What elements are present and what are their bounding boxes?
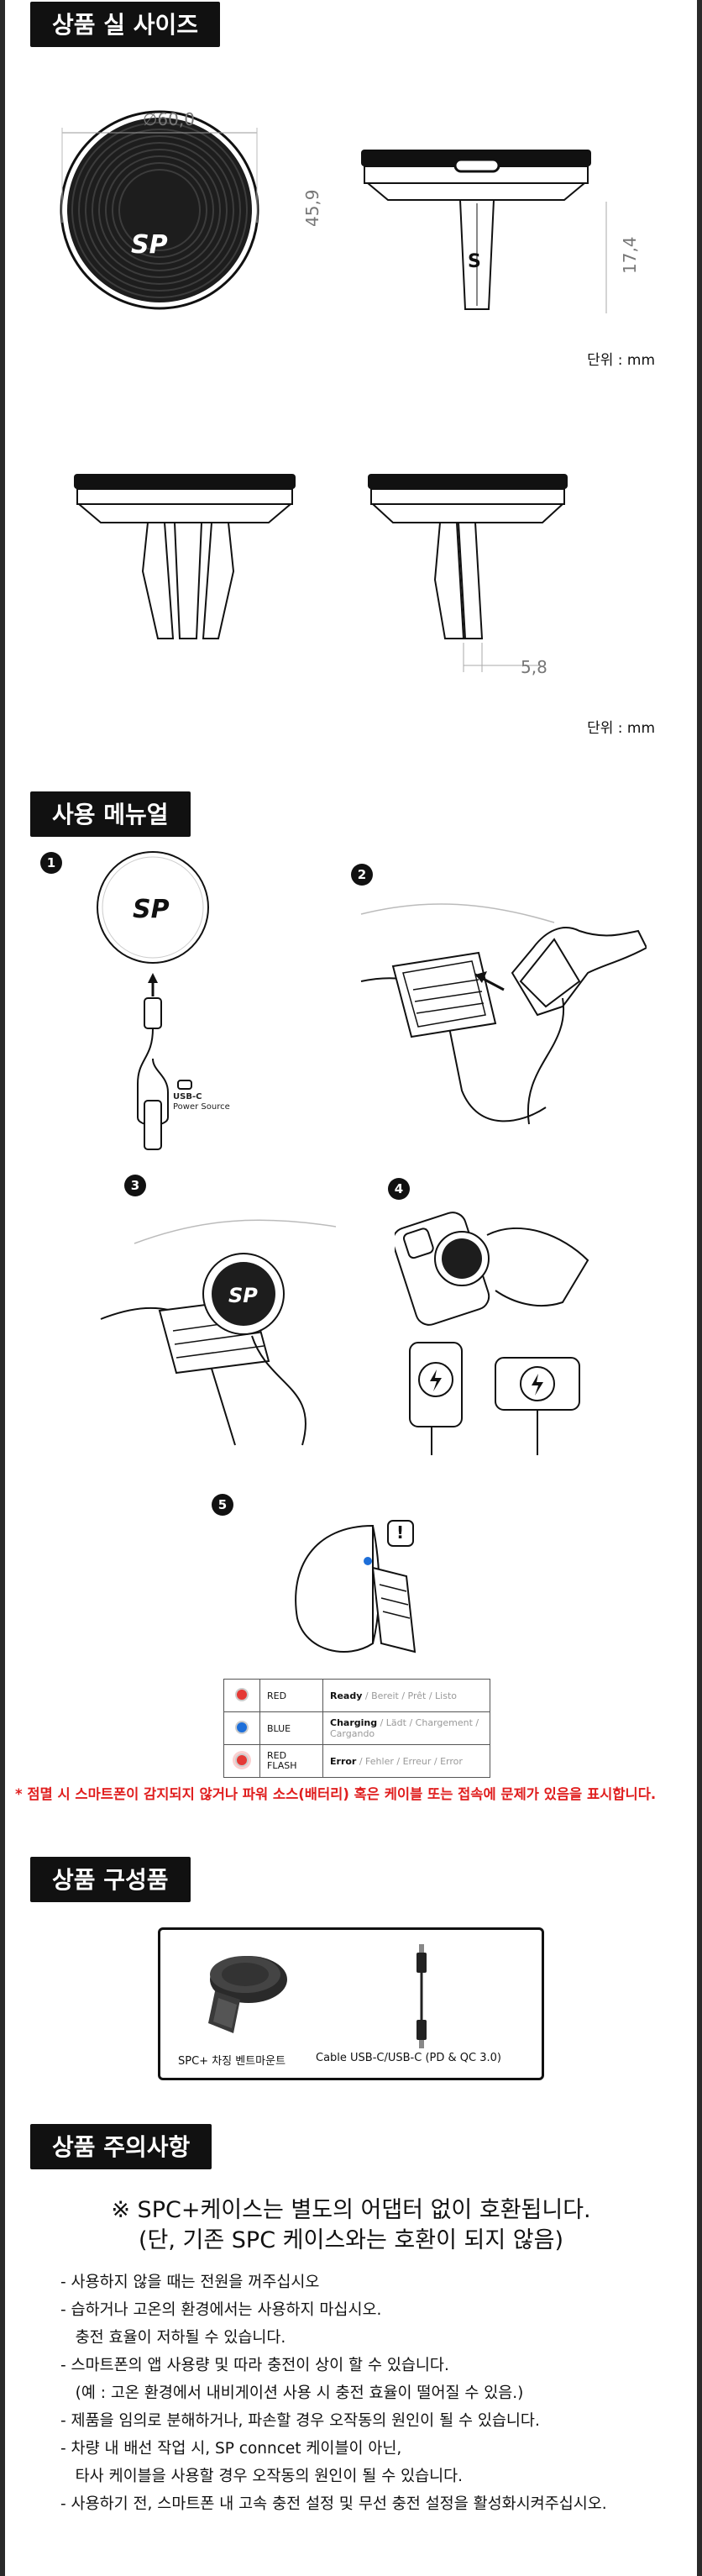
svg-text:S: S — [468, 251, 481, 272]
logo-sp-top-view: SP — [131, 230, 168, 260]
legend-label: Charging — [330, 1717, 378, 1728]
mount-front-view-drawing — [74, 474, 296, 639]
caution-note: - 습하거나 고온의 환경에서는 사용하지 마십시오. — [60, 2301, 382, 2319]
diameter-dimension-line — [61, 128, 258, 223]
unit-label-1: 단위 : mm — [587, 352, 655, 369]
section-title-components: 상품 구성품 — [30, 1857, 191, 1902]
caution-note: - 제품을 임의로 분해하거나, 파손할 경우 오작동의 원인이 될 수 있습니… — [60, 2412, 540, 2430]
step-3-badge: 3 — [124, 1175, 146, 1196]
legend-row-red-flash: RED FLASH Error / Fehler / Erreur / Erro… — [223, 1744, 490, 1778]
component-label-cable: Cable USB-C/USB-C (PD & QC 3.0) — [316, 2052, 501, 2064]
legend-color-name: RED — [259, 1679, 323, 1712]
caution-note: - 스마트폰의 앱 사용량 및 따라 충전이 상이 할 수 있습니다. — [60, 2357, 449, 2374]
legend-translations: / Bereit / Prêt / Listo — [362, 1690, 457, 1701]
step-4-phone-attach-illustration — [395, 1212, 589, 1326]
mount-clip-side-view-drawing — [368, 474, 568, 672]
step-4-charging-illustration — [409, 1342, 580, 1455]
compat-line-1: ※ SPC+케이스는 별도의 어댑터 없이 호환됩니다. — [111, 2197, 591, 2223]
section-title-size: 상품 실 사이즈 — [30, 2, 221, 47]
mount-side-view-drawing: S — [361, 150, 607, 313]
components-box — [158, 1927, 544, 2080]
component-label-mount: SPC+ 차징 벤트마운트 — [178, 2055, 286, 2068]
legend-label: Ready — [330, 1690, 363, 1701]
legend-translations: / Fehler / Erreur / Error — [356, 1755, 463, 1767]
compat-line-2: (단, 기존 SPC 케이스와는 호환이 되지 않음) — [138, 2227, 564, 2253]
led-dot-red-flash-icon — [235, 1753, 249, 1767]
step-1-badge: 1 — [40, 852, 62, 874]
unit-label-2: 단위 : mm — [587, 720, 655, 737]
step-2-badge: 2 — [351, 864, 373, 886]
usb-c-title: USB-C — [173, 1092, 202, 1101]
step-5-badge: 5 — [212, 1494, 233, 1516]
led-dot-blue-icon — [235, 1720, 249, 1734]
legend-translations: / Lädt / Chargement / Cargando — [330, 1717, 479, 1739]
caution-note: 충전 효율이 저하될 수 있습니다. — [60, 2329, 286, 2347]
legend-color-name: BLUE — [259, 1711, 323, 1745]
svg-text:SP: SP — [133, 895, 170, 924]
clip-width-value: 5,8 — [521, 657, 547, 677]
section-title-manual: 사용 메뉴얼 — [30, 791, 191, 837]
led-dot-red-icon — [235, 1687, 249, 1701]
led-flash-warning-note: * 점멸 시 스마트폰이 감지되지 않거나 파워 소스(배터리) 혹은 케이블 … — [15, 1786, 657, 1802]
caution-note: - 사용하지 않을 때는 전원을 꺼주십시오 — [60, 2274, 320, 2291]
height-value: 45,9 — [302, 189, 322, 227]
diameter-value: ∅60,0 — [143, 109, 195, 129]
stem-height-value: 17,4 — [620, 236, 640, 274]
step-1-illustration: SP — [97, 851, 209, 1150]
alert-mark: ! — [396, 1522, 405, 1543]
section-title-cautions: 상품 주의사항 — [30, 2124, 212, 2169]
legend-row-red: RED Ready / Bereit / Prêt / Listo — [223, 1679, 490, 1712]
step-3-illustration: SP — [100, 1219, 337, 1446]
usb-c-cable-product-image — [416, 1944, 427, 2048]
usb-c-sub: Power Source — [173, 1102, 230, 1112]
legend-label: Error — [330, 1755, 357, 1767]
legend-color-name: RED FLASH — [259, 1744, 323, 1778]
legend-row-blue: BLUE Charging / Lädt / Chargement / Carg… — [223, 1711, 490, 1745]
step-2-illustration — [360, 903, 647, 1125]
mount-top-view-drawing — [60, 110, 259, 310]
caution-note: - 사용하기 전, 스마트폰 내 고속 충전 설정 및 무선 충전 설정을 활성… — [60, 2495, 607, 2513]
caution-note: - 차량 내 배선 작업 시, SP conncet 케이블이 아닌, — [60, 2440, 402, 2458]
svg-text:SP: SP — [228, 1284, 258, 1307]
led-status-legend: RED Ready / Bereit / Prêt / Listo BLUE C… — [223, 1679, 490, 1778]
caution-note: (예 : 고온 환경에서 내비게이션 사용 시 충전 효율이 떨어질 수 있음.… — [60, 2384, 524, 2402]
caution-notes-list: - 사용하지 않을 때는 전원을 꺼주십시오 - 습하거나 고온의 환경에서는 … — [60, 2268, 682, 2518]
step-5-illustration — [295, 1520, 416, 1653]
caution-note: 타사 케이블을 사용할 경우 오작동의 원인이 될 수 있습니다. — [60, 2468, 464, 2485]
vent-mount-product-image — [208, 1956, 287, 2033]
usb-c-label: USB-C Power Source — [173, 1092, 230, 1112]
step-4-badge: 4 — [388, 1178, 410, 1200]
